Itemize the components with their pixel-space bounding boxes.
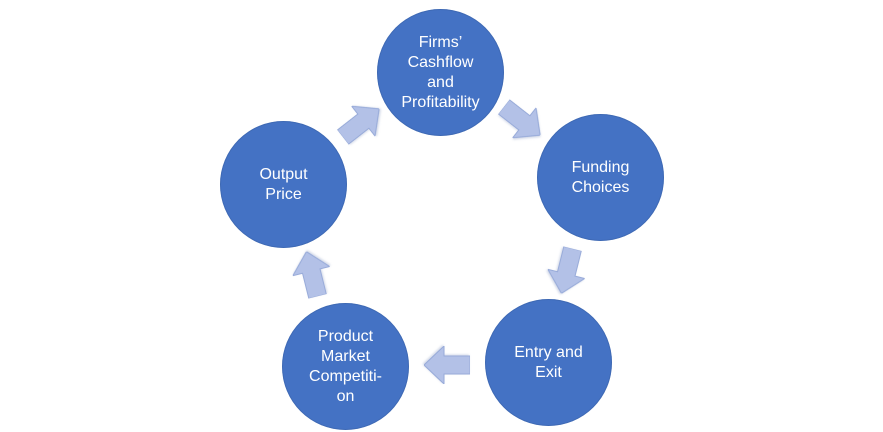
node-entry-and-exit: Entry and Exit bbox=[485, 299, 612, 426]
flow-arrow-output-to-firms-icon bbox=[331, 94, 391, 152]
flow-arrow-funding-to-entry-icon bbox=[543, 244, 591, 298]
node-label: Product Market Competiti- on bbox=[309, 327, 382, 405]
node-funding-choices: Funding Choices bbox=[537, 114, 664, 241]
flow-arrow-entry-to-product-icon bbox=[424, 346, 470, 384]
node-output-price: Output Price bbox=[220, 121, 347, 248]
node-firms-cashflow-profitability: Firms’ Cashflow and Profitability bbox=[377, 9, 504, 136]
node-label: Output Price bbox=[259, 165, 308, 203]
node-label: Firms’ Cashflow and Profitability bbox=[401, 33, 480, 111]
flow-arrow-product-to-output-icon bbox=[288, 247, 336, 301]
node-label: Entry and Exit bbox=[514, 343, 583, 381]
node-label: Funding Choices bbox=[571, 158, 630, 196]
node-product-market-competition: Product Market Competiti- on bbox=[282, 303, 409, 430]
flow-arrow-firms-to-funding-icon bbox=[492, 92, 552, 150]
